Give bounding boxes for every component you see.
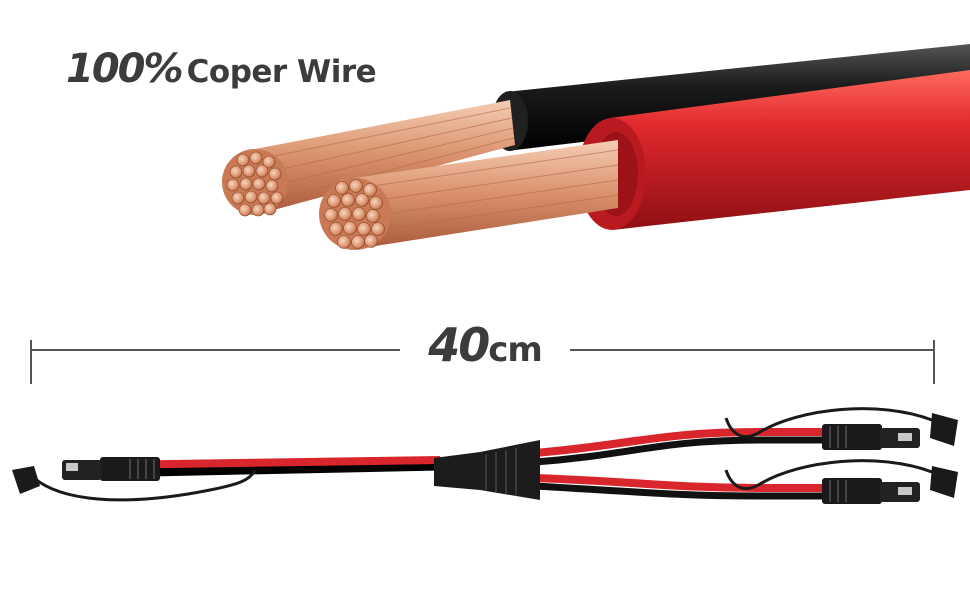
headline-text: Coper Wire <box>186 54 377 90</box>
left-sae-connector <box>12 457 257 502</box>
length-value: 40 <box>428 318 490 372</box>
back-copper-strands <box>250 100 515 215</box>
top-right-sae-connector <box>724 407 958 450</box>
red-jacket <box>610 70 970 230</box>
length-unit: cm <box>488 330 543 370</box>
headline-percent: 100% <box>66 46 184 92</box>
headline: 100% Coper Wire <box>66 46 377 92</box>
back-strand-ends <box>222 149 288 217</box>
bottom-right-sae-connector <box>724 459 958 504</box>
front-copper-strands <box>340 140 618 250</box>
dimension-line <box>30 340 935 384</box>
length-label: 40cm <box>405 318 565 372</box>
front-strand-ends <box>319 178 391 250</box>
